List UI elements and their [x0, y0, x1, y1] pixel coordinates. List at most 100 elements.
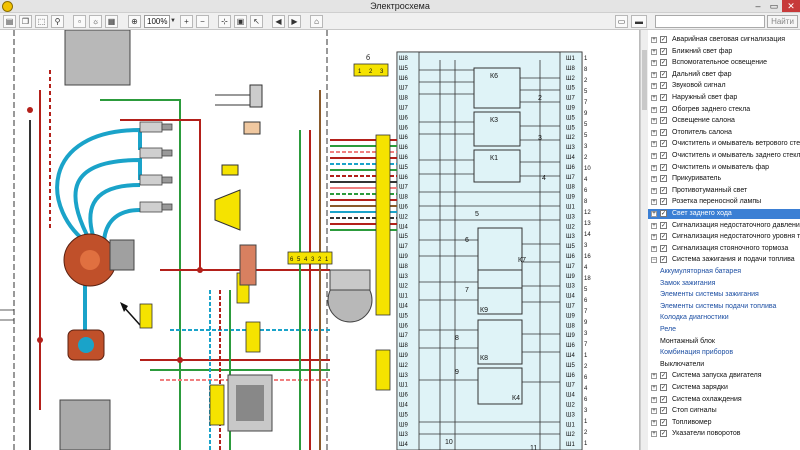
- tree-item[interactable]: +✓Очиститель и омыватель ветрового стекл…: [648, 139, 800, 149]
- layers-icon[interactable]: ▦: [105, 15, 118, 28]
- expand-toggle-icon[interactable]: +: [651, 211, 657, 217]
- tree-checkbox[interactable]: ✓: [660, 47, 667, 55]
- print-icon[interactable]: ▤: [3, 15, 16, 28]
- tree-checkbox[interactable]: ✓: [660, 418, 667, 426]
- tree-checkbox[interactable]: ✓: [660, 372, 667, 380]
- tree-subitem[interactable]: Колодка диагностики: [648, 313, 800, 323]
- zoom-value[interactable]: 100%: [144, 15, 170, 28]
- expand-toggle-icon[interactable]: +: [651, 199, 657, 206]
- tree-subitem[interactable]: Реле: [648, 325, 800, 335]
- expand-toggle-icon[interactable]: +: [651, 129, 657, 136]
- expand-toggle-icon[interactable]: +: [651, 176, 657, 183]
- tree-item[interactable]: +✓Дальний свет фар: [648, 70, 800, 80]
- tree-scrollbar[interactable]: [640, 30, 648, 450]
- tree-item[interactable]: +✓Система охлаждения: [648, 395, 800, 405]
- prev-icon[interactable]: ◀: [272, 15, 285, 28]
- tree-item[interactable]: +✓Очиститель и омыватель фар: [648, 163, 800, 173]
- tree-item[interactable]: +✓Система зарядки: [648, 383, 800, 393]
- tree-subitem[interactable]: Замок зажигания: [648, 279, 800, 289]
- zoom-minus-icon[interactable]: −: [196, 15, 209, 28]
- expand-toggle-icon[interactable]: +: [651, 396, 657, 403]
- tree-checkbox[interactable]: ✓: [660, 430, 667, 438]
- tree-checkbox[interactable]: ✓: [660, 117, 667, 125]
- tree-item[interactable]: +✓Прикуриватель: [648, 174, 800, 184]
- expand-toggle-icon[interactable]: +: [651, 222, 657, 229]
- tree-item[interactable]: +✓Противотуманный свет: [648, 186, 800, 196]
- tree-subitem[interactable]: Комбинация приборов: [648, 348, 800, 358]
- tree-checkbox[interactable]: ✓: [660, 152, 667, 159]
- tree-subitem[interactable]: Элементы системы зажигания: [648, 290, 800, 300]
- expand-toggle-icon[interactable]: +: [651, 373, 657, 380]
- select-icon[interactable]: ⬚: [35, 15, 48, 28]
- search-input[interactable]: [655, 15, 765, 28]
- expand-toggle-icon[interactable]: +: [651, 37, 657, 43]
- cursor-icon[interactable]: ↖: [250, 15, 263, 28]
- grid-icon[interactable]: ▣: [234, 15, 247, 28]
- tree-checkbox[interactable]: ✓: [660, 233, 667, 241]
- tree-checkbox[interactable]: ✓: [660, 59, 667, 67]
- tree-subitem[interactable]: Элементы системы подачи топлива: [648, 302, 800, 312]
- zoom-out-icon[interactable]: ▫: [73, 15, 86, 28]
- tree-checkbox[interactable]: ✓: [660, 175, 667, 183]
- expand-toggle-icon[interactable]: +: [651, 83, 657, 90]
- tree-item[interactable]: +✓Очиститель и омыватель заднего стекла: [648, 151, 800, 161]
- copy-icon[interactable]: ❐: [19, 15, 32, 28]
- expand-toggle-icon[interactable]: +: [651, 419, 657, 426]
- tree-checkbox[interactable]: ✓: [660, 395, 667, 403]
- tree-item[interactable]: +✓Свет заднего хода: [648, 209, 800, 219]
- tree-item[interactable]: +✓Аварийная световая сигнализация: [648, 35, 800, 45]
- tree-checkbox[interactable]: ✓: [660, 407, 667, 415]
- tree-checkbox[interactable]: ✓: [660, 70, 667, 78]
- expand-toggle-icon[interactable]: +: [651, 385, 657, 391]
- tree-item[interactable]: −✓Система зажигания и подачи топлива: [648, 255, 800, 265]
- expand-toggle-icon[interactable]: −: [651, 257, 657, 264]
- tree-item[interactable]: +✓Сигнализация недостаточного давления м…: [648, 221, 800, 231]
- tree-subitem[interactable]: Монтажный блок: [648, 337, 800, 347]
- tree-checkbox[interactable]: ✓: [660, 82, 667, 90]
- tree-item[interactable]: +✓Система запуска двигателя: [648, 371, 800, 381]
- minimize-button[interactable]: –: [755, 1, 761, 11]
- close-button[interactable]: ✕: [782, 0, 800, 12]
- expand-toggle-icon[interactable]: +: [651, 48, 657, 55]
- expand-toggle-icon[interactable]: +: [651, 245, 657, 252]
- expand-toggle-icon[interactable]: +: [651, 153, 657, 159]
- tree-subitem[interactable]: Выключатели: [648, 360, 800, 370]
- tree-item[interactable]: +✓Розетка переносной лампы: [648, 197, 800, 207]
- expand-toggle-icon[interactable]: +: [651, 95, 657, 101]
- tree-checkbox[interactable]: ✓: [660, 384, 667, 391]
- tree-checkbox[interactable]: ✓: [660, 128, 667, 136]
- tree-checkbox[interactable]: ✓: [660, 186, 667, 194]
- home-icon[interactable]: ⌂: [310, 15, 323, 28]
- tree-checkbox[interactable]: ✓: [660, 244, 667, 252]
- tree-checkbox[interactable]: ✓: [660, 198, 667, 206]
- expand-toggle-icon[interactable]: +: [651, 431, 657, 438]
- tree-item[interactable]: +✓Топливомер: [648, 418, 800, 428]
- tree-checkbox[interactable]: ✓: [660, 256, 667, 264]
- tree-checkbox[interactable]: ✓: [660, 36, 667, 43]
- tree-item[interactable]: +✓Освещение салона: [648, 116, 800, 126]
- tree-item[interactable]: +✓Сигнализация стояночного тормоза: [648, 244, 800, 254]
- tree-item[interactable]: +✓Стоп сигналы: [648, 406, 800, 416]
- tree-checkbox[interactable]: ✓: [660, 140, 667, 148]
- bulb-icon[interactable]: ☼: [89, 15, 102, 28]
- expand-toggle-icon[interactable]: +: [651, 408, 657, 415]
- expand-toggle-icon[interactable]: +: [651, 234, 657, 241]
- tree-item[interactable]: +✓Звуковой сигнал: [648, 81, 800, 91]
- collapse-icon[interactable]: ▬: [631, 15, 647, 28]
- tree-subitem[interactable]: Аккумуляторная батарея: [648, 267, 800, 277]
- expand-toggle-icon[interactable]: +: [651, 164, 657, 171]
- maximize-button[interactable]: ▭: [769, 1, 779, 11]
- scrollbar-thumb[interactable]: [642, 50, 647, 110]
- zoom-dropdown-icon[interactable]: ▼: [170, 18, 176, 24]
- tree-item[interactable]: +✓Обогрев заднего стекла: [648, 105, 800, 115]
- search-button[interactable]: Найти: [767, 15, 798, 28]
- tree-item[interactable]: +✓Вспомогательное освещение: [648, 58, 800, 68]
- tree-checkbox[interactable]: ✓: [660, 210, 667, 217]
- expand-toggle-icon[interactable]: +: [651, 71, 657, 78]
- tree-checkbox[interactable]: ✓: [660, 105, 667, 113]
- fit-icon[interactable]: ⊹: [218, 15, 231, 28]
- zoom-plus-icon[interactable]: +: [180, 15, 193, 28]
- expand-toggle-icon[interactable]: +: [651, 141, 657, 148]
- tree-item[interactable]: +✓Отопитель салона: [648, 128, 800, 138]
- expand-toggle-icon[interactable]: +: [651, 60, 657, 67]
